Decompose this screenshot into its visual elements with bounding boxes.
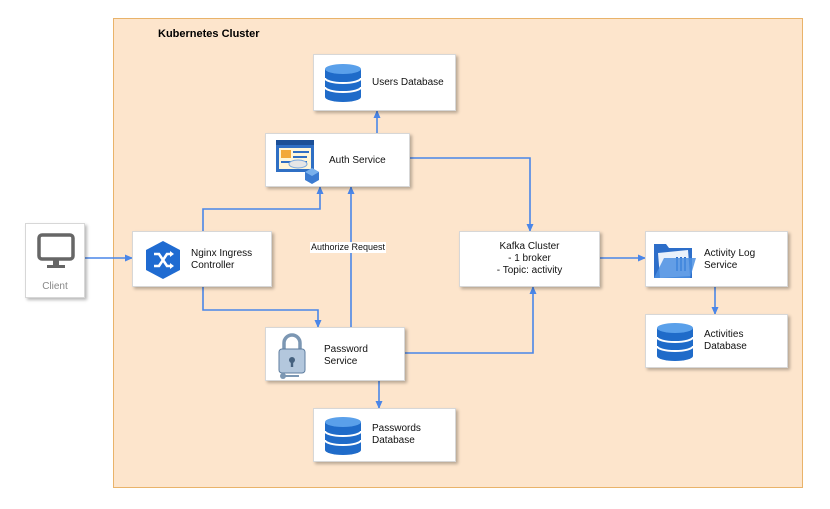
client-node[interactable]: Client bbox=[25, 223, 85, 298]
password-service-node[interactable]: Password Service bbox=[265, 327, 405, 381]
log-folder-icon bbox=[654, 244, 696, 278]
password-service-label: Password Service bbox=[324, 344, 368, 367]
client-label: Client bbox=[42, 281, 68, 292]
activity-log-service-node[interactable]: Activity Log Service bbox=[645, 231, 788, 287]
passwords-database-label: Passwords Database bbox=[372, 423, 421, 446]
auth-service-label: Auth Service bbox=[329, 155, 386, 166]
activities-database-label: Activities Database bbox=[704, 329, 747, 352]
passwords-database-node[interactable]: Passwords Database bbox=[313, 408, 456, 462]
activity-log-service-label: Activity Log Service bbox=[704, 248, 756, 271]
nginx-label: Nginx Ingress Controller bbox=[191, 248, 253, 271]
kafka-cluster-label: Kafka Cluster - 1 broker - Topic: activi… bbox=[496, 241, 563, 276]
nginx-ingress-node[interactable]: Nginx Ingress Controller bbox=[132, 231, 272, 287]
web-app-icon bbox=[276, 140, 319, 184]
users-database-label: Users Database bbox=[372, 77, 444, 88]
monitor-icon bbox=[37, 233, 75, 268]
database-icon bbox=[656, 323, 694, 361]
kafka-cluster-node[interactable]: Kafka Cluster - 1 broker - Topic: activi… bbox=[459, 231, 600, 287]
activities-database-node[interactable]: Activities Database bbox=[645, 314, 788, 368]
authorize-request-label: Authorize Request bbox=[310, 242, 387, 253]
database-icon bbox=[324, 64, 362, 102]
cluster-title: Kubernetes Cluster bbox=[158, 28, 260, 40]
users-database-node[interactable]: Users Database bbox=[313, 54, 456, 111]
padlock-icon bbox=[278, 333, 306, 379]
nginx-shuffle-icon bbox=[146, 241, 180, 279]
auth-service-node[interactable]: Auth Service bbox=[265, 133, 410, 187]
database-icon bbox=[324, 417, 362, 455]
